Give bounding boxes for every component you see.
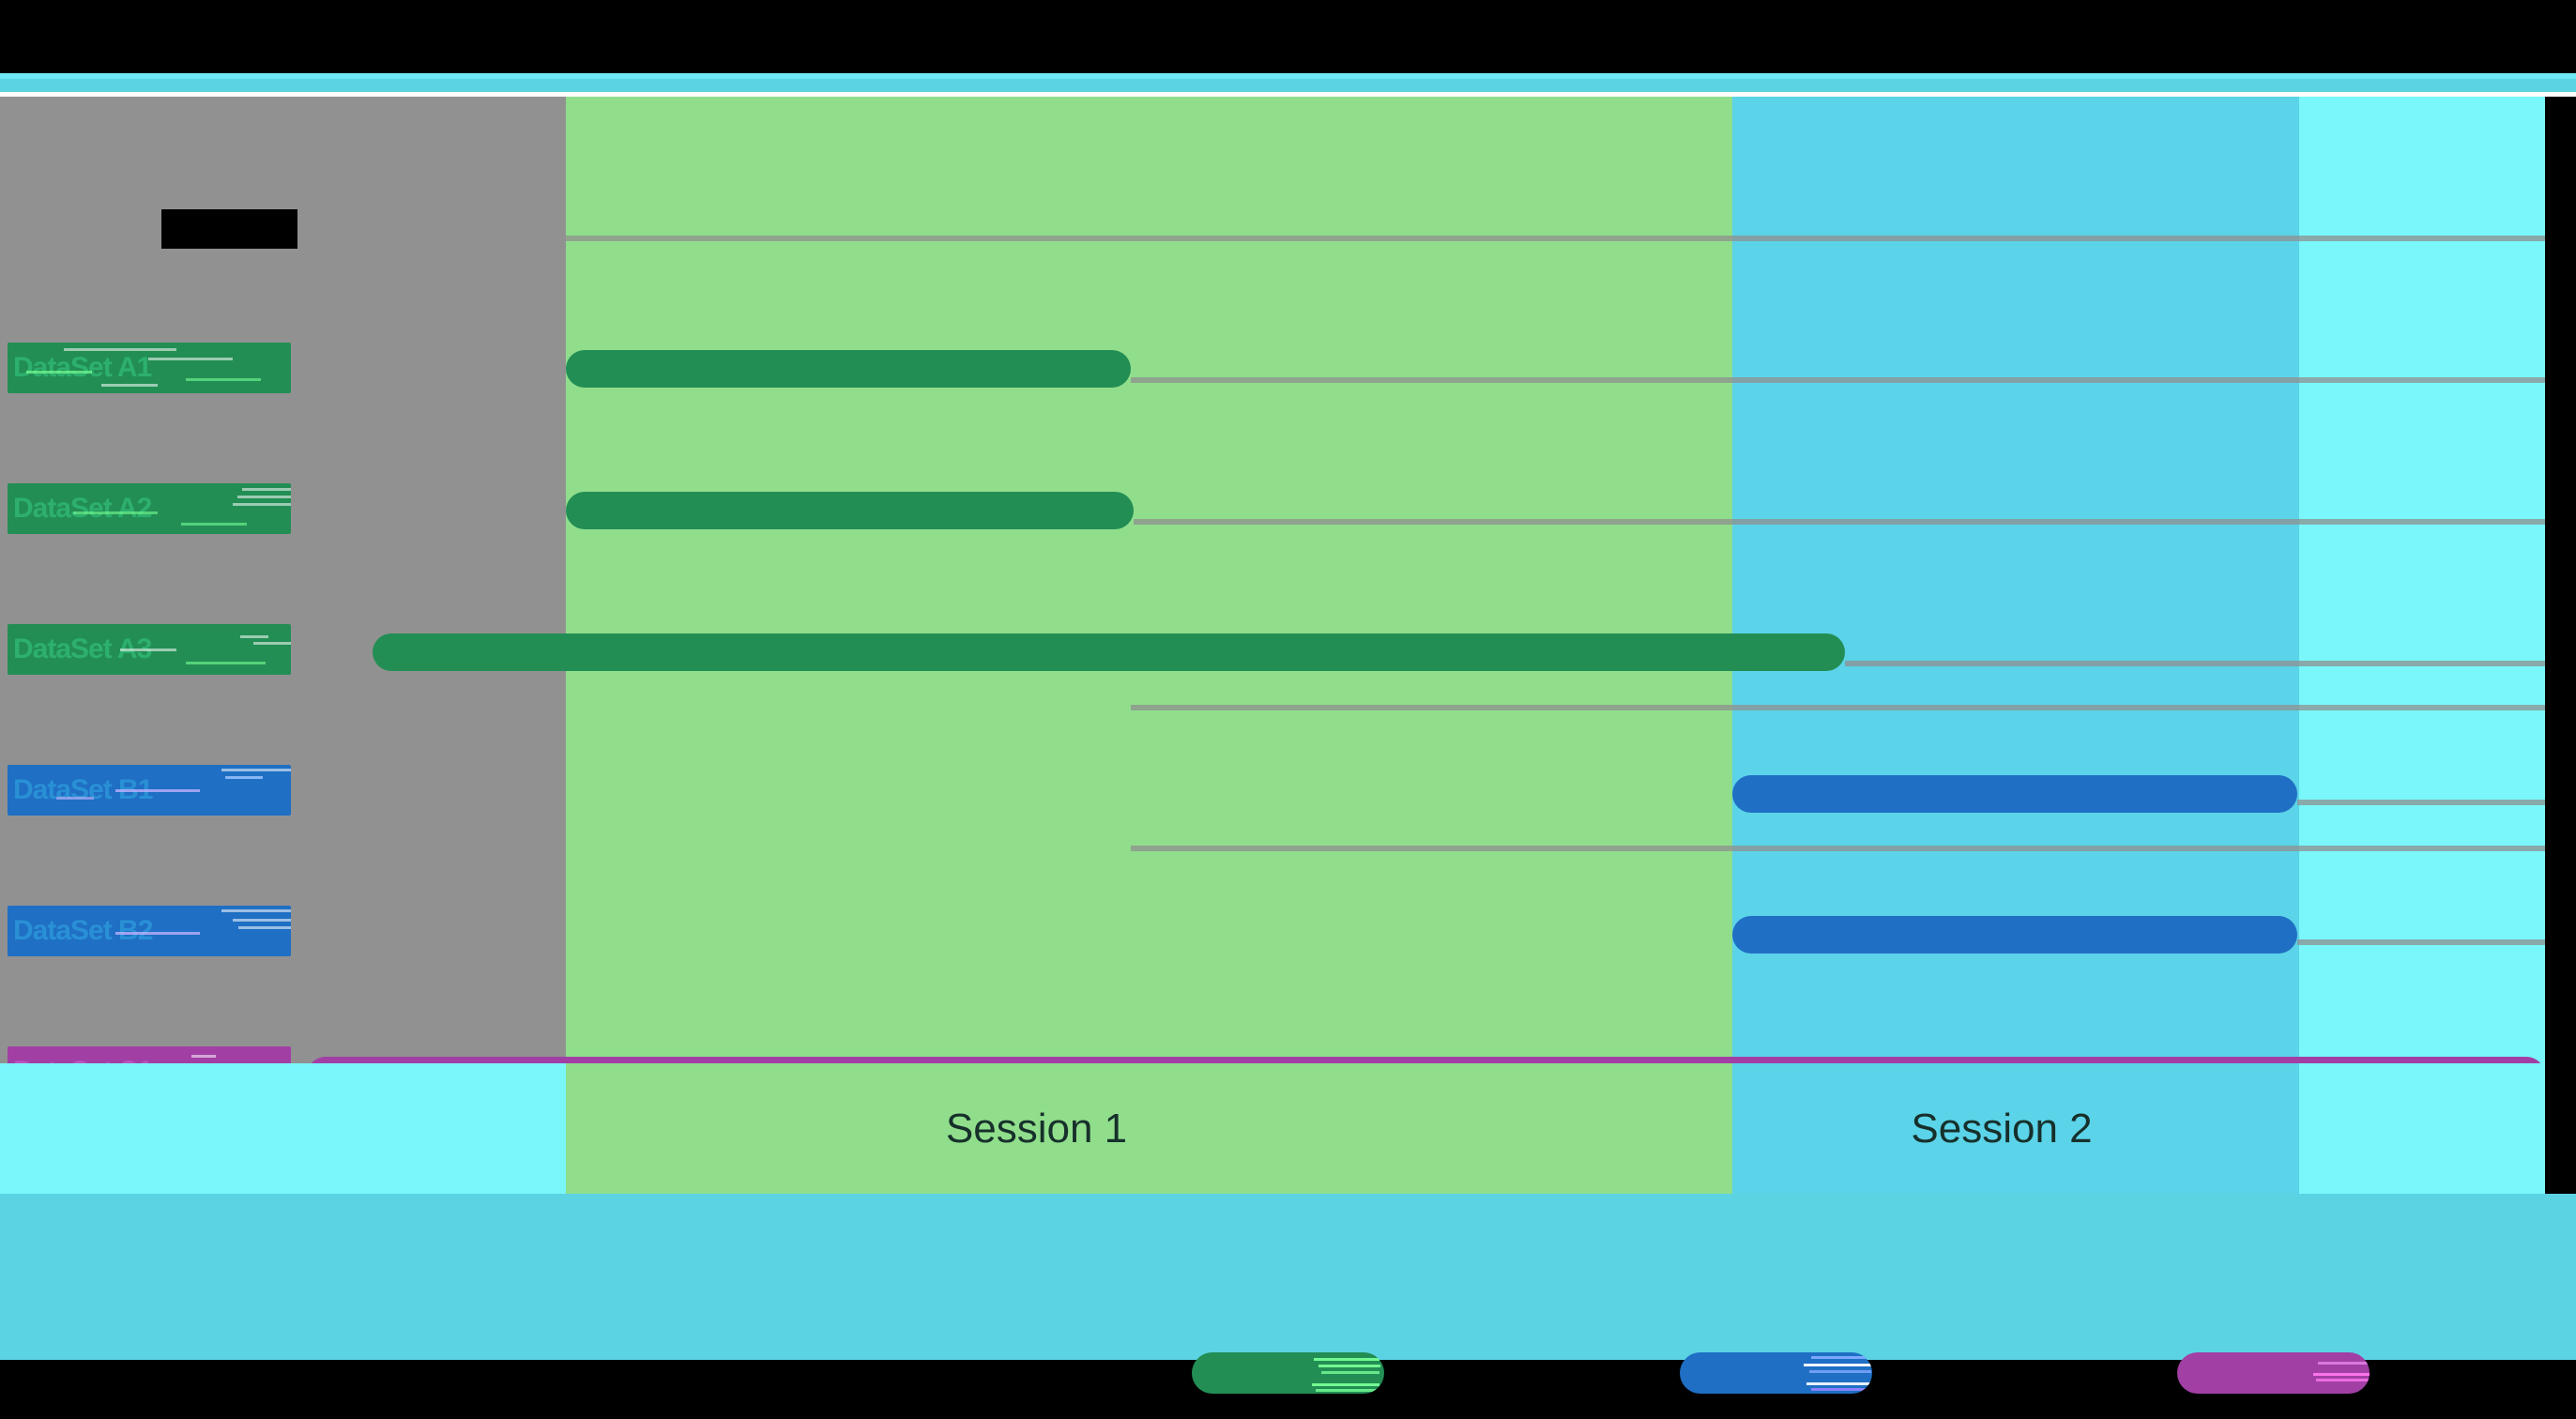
redacted-title-block-2 xyxy=(171,213,297,249)
y-axis-label-text: DataSet A1 xyxy=(13,352,152,383)
chart-plot-area: DataSet A1 DataSet A2 DataSet A3 xyxy=(0,97,2545,1097)
y-axis-label-dataset-a2: DataSet A2 xyxy=(8,483,291,534)
y-axis-label-dataset-b2: DataSet B2 xyxy=(8,906,291,956)
gantt-bar-dataset-a2[interactable] xyxy=(566,492,1134,529)
session-caption-row: Session 1 Session 2 xyxy=(0,1063,2545,1194)
y-axis-label-text: DataSet B2 xyxy=(13,915,153,946)
gantt-bar-dataset-a3[interactable] xyxy=(373,633,1845,671)
row-gridline xyxy=(1134,519,2545,525)
legend-item-magenta[interactable] xyxy=(2177,1352,2384,1419)
y-axis-label-text: DataSet A3 xyxy=(13,633,152,664)
session-caption-1: Session 1 xyxy=(566,1063,1732,1194)
session-band-1 xyxy=(566,97,1732,1063)
y-axis-label-text: DataSet A2 xyxy=(13,493,152,524)
session-2-label: Session 2 xyxy=(1911,1105,2093,1152)
legend-swatch-blue xyxy=(1680,1352,1872,1394)
y-axis-label-text: DataSet B1 xyxy=(13,774,153,805)
gantt-bar-dataset-b2[interactable] xyxy=(1732,916,2297,954)
legend-item-green[interactable] xyxy=(1192,1352,1398,1419)
row-gridline xyxy=(2297,800,2545,805)
session-1-label: Session 1 xyxy=(945,1105,1128,1152)
legend xyxy=(0,1352,2576,1419)
y-axis-label-dataset-b1: DataSet B1 xyxy=(8,765,291,816)
row-gridline xyxy=(1131,846,2545,851)
legend-swatch-green xyxy=(1192,1352,1384,1394)
y-axis-label-dataset-a3: DataSet A3 xyxy=(8,624,291,675)
legend-item-blue[interactable] xyxy=(1680,1352,1886,1419)
legend-swatch-magenta xyxy=(2177,1352,2370,1394)
row-gridline xyxy=(1131,377,2545,383)
top-cyan-strip xyxy=(0,79,2576,92)
top-white-rule xyxy=(0,92,2576,97)
session-band-3 xyxy=(2299,97,2545,1063)
gantt-bar-dataset-a1[interactable] xyxy=(566,350,1131,388)
glitch-overlay xyxy=(1192,1352,1384,1394)
row-gridline xyxy=(566,236,2545,241)
glitch-overlay xyxy=(1680,1352,1872,1394)
footer-cyan-band xyxy=(0,1194,2576,1360)
gantt-bar-dataset-b1[interactable] xyxy=(1732,775,2297,813)
row-gridline xyxy=(1845,661,2545,666)
row-gridline xyxy=(1131,705,2545,710)
row-gridline xyxy=(2297,939,2545,945)
glitch-overlay xyxy=(2177,1352,2370,1394)
top-accent-strip xyxy=(0,73,2576,79)
session-band-2 xyxy=(1732,97,2299,1063)
top-black-strip xyxy=(0,0,2576,73)
session-caption-2: Session 2 xyxy=(1732,1063,2299,1194)
session-caption-3 xyxy=(2299,1063,2545,1194)
y-axis-label-dataset-a1: DataSet A1 xyxy=(8,343,291,393)
